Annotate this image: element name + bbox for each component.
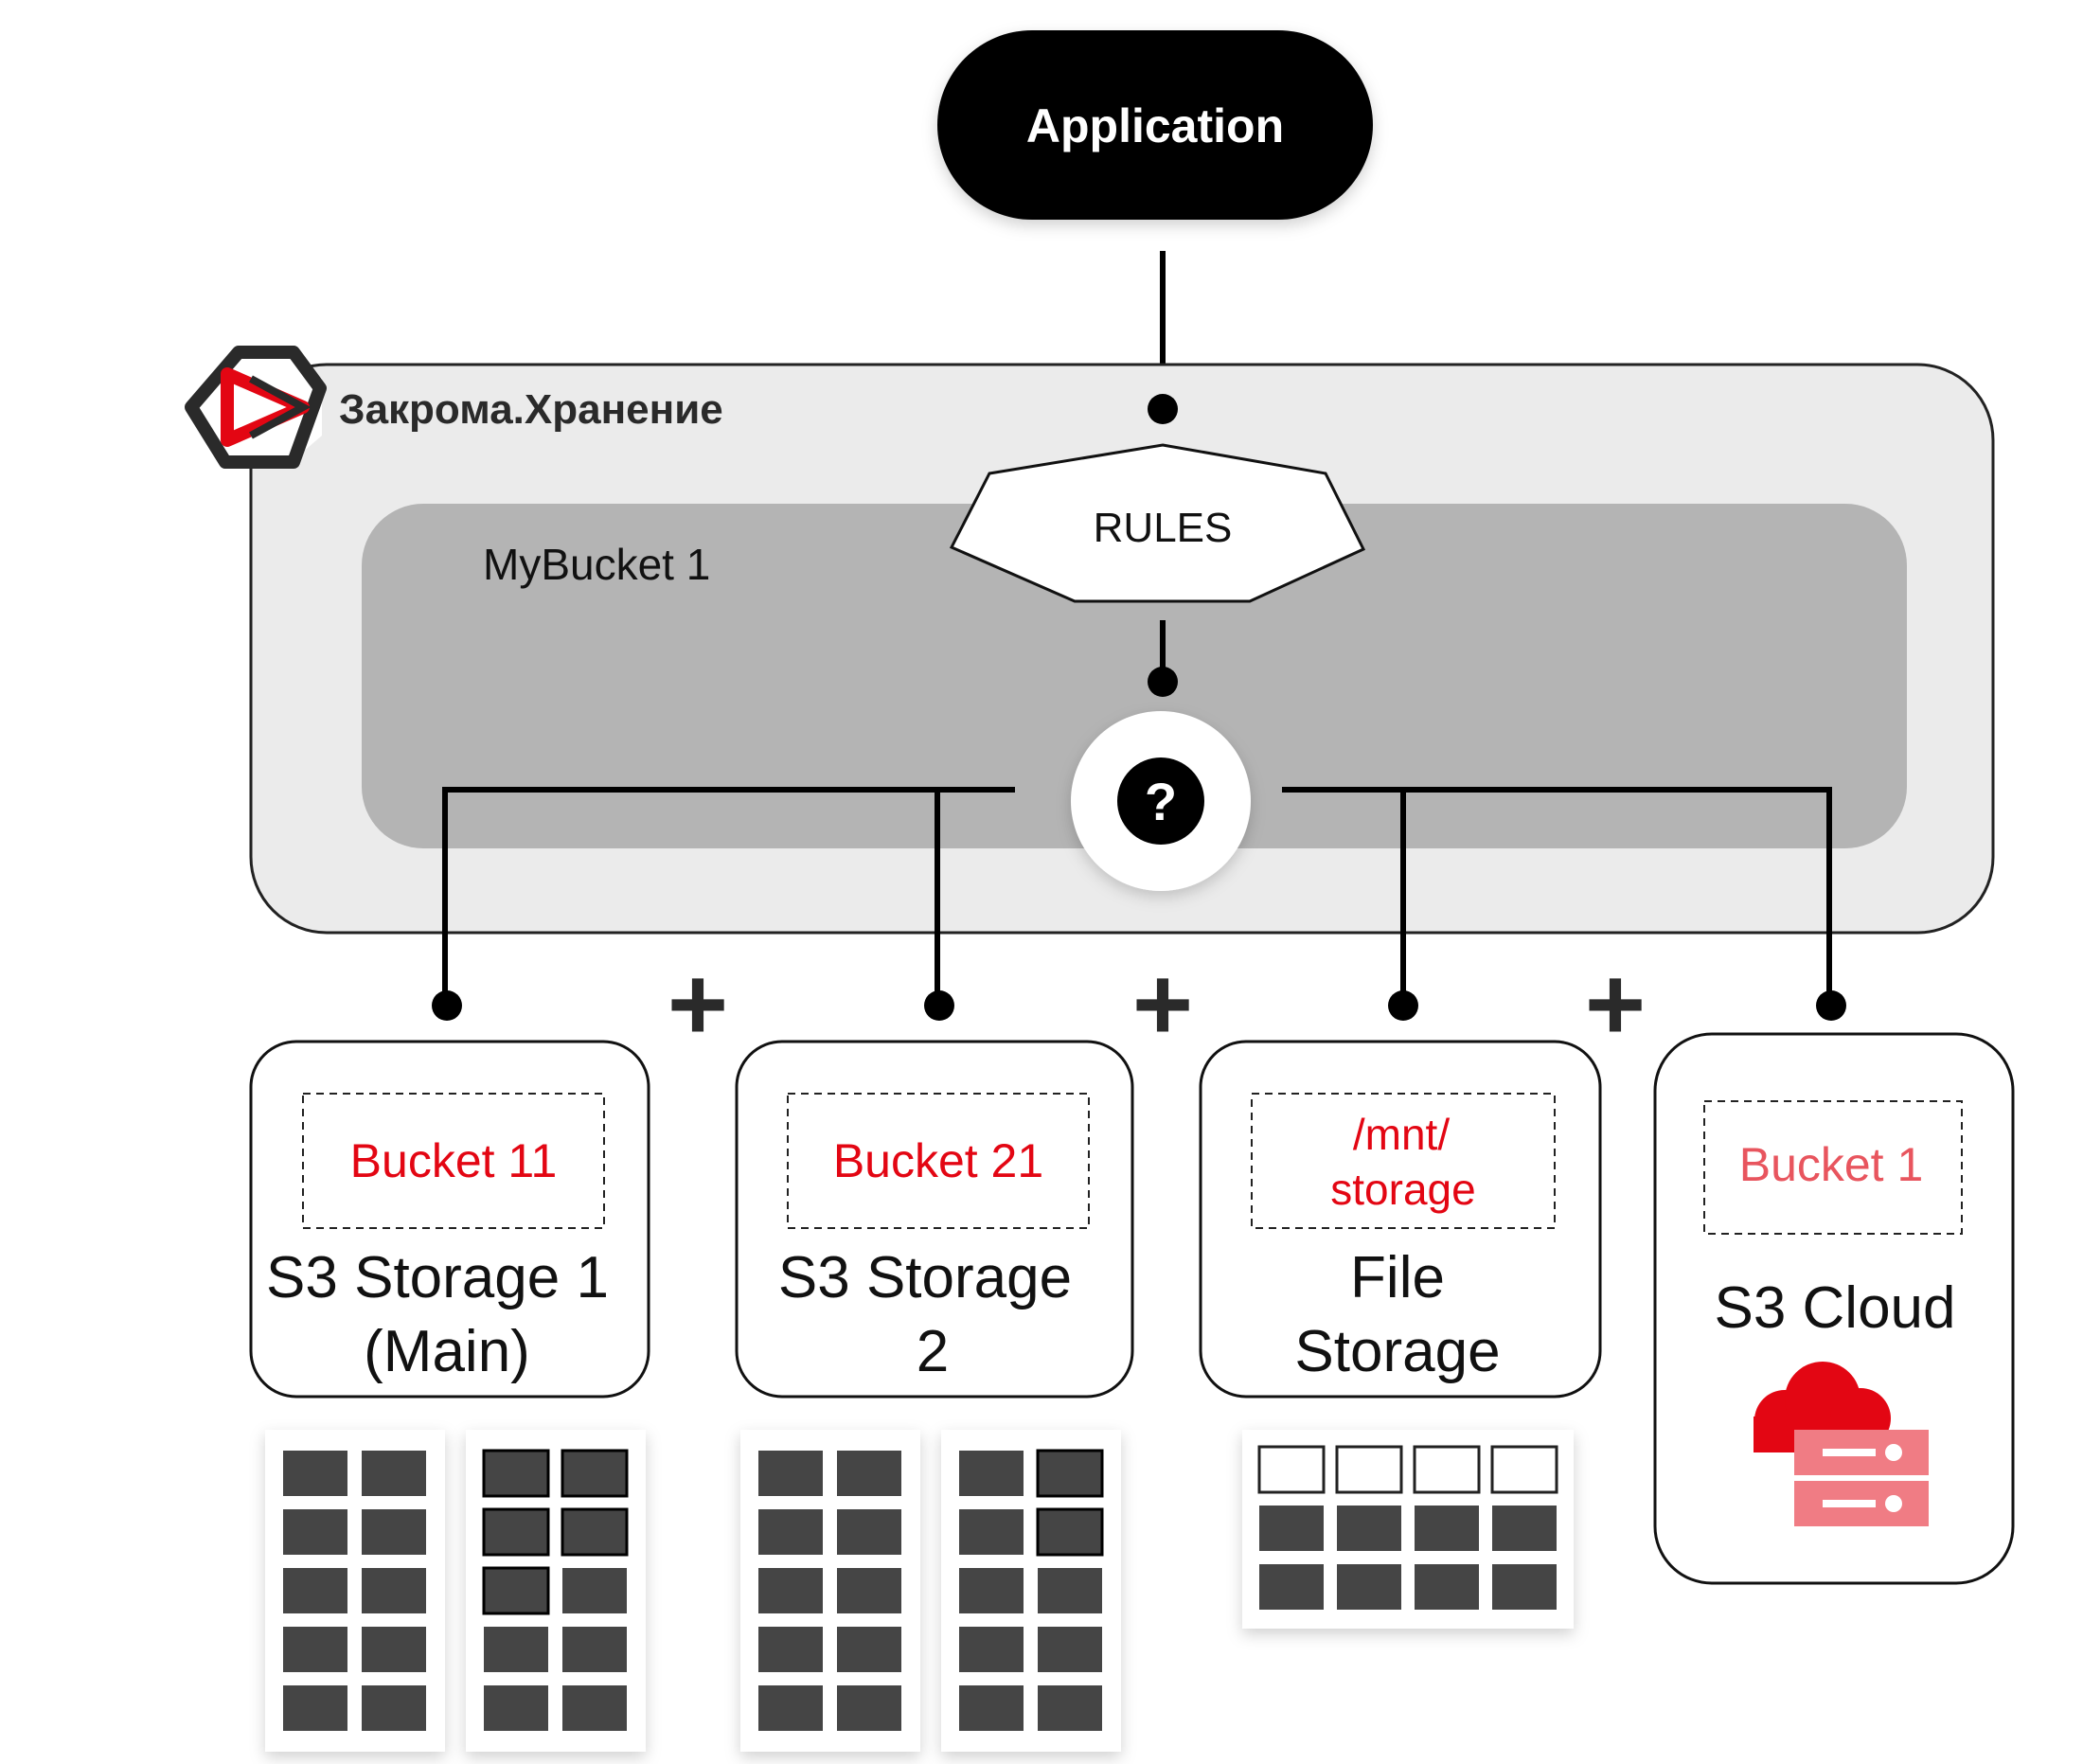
storage-rack [941, 1430, 1121, 1752]
application-node: Application [937, 30, 1373, 220]
storage-name: S3 Cloud [1714, 1275, 1955, 1341]
storage-name: S3 Storage [778, 1245, 1072, 1310]
connector-dot [1148, 667, 1178, 697]
storage-card-s3-cloud: Bucket 1 S3 Cloud [1653, 1032, 2015, 1585]
rules-label: RULES [1094, 505, 1233, 551]
zakroma-logo-icon [185, 346, 327, 469]
storage-bucket-label: Bucket 11 [350, 1134, 558, 1187]
decision-symbol: ? [1145, 772, 1177, 831]
file-storage-grid [1242, 1430, 1574, 1629]
storage-rack [466, 1430, 646, 1752]
storage-card-s3-1: Bucket 11 S3 Storage 1 (Main) [249, 1040, 650, 1399]
connector-dot [432, 990, 462, 1021]
storage-card-file: /mnt/ storage File Storage [1199, 1040, 1602, 1399]
storage-card-s3-2: Bucket 21 S3 Storage 2 [735, 1040, 1134, 1399]
storage-rack [740, 1430, 920, 1752]
svg-text:+: + [668, 946, 728, 1062]
plus-icon: + [1585, 946, 1646, 1062]
application-label: Application [1026, 99, 1284, 152]
plus-icon: + [668, 946, 728, 1062]
svg-text:+: + [1585, 946, 1646, 1062]
bucket-panel [362, 504, 1907, 848]
storage-rack [265, 1430, 445, 1752]
plus-icon: + [1132, 946, 1193, 1062]
rules-node: RULES [949, 443, 1366, 603]
storage-name: S3 Storage 1 [266, 1245, 609, 1310]
storage-bucket-label: Bucket 1 [1739, 1138, 1924, 1191]
bucket-label: MyBucket 1 [483, 540, 710, 589]
storage-name: Storage [1294, 1319, 1500, 1384]
platform-name: Закрома.Хранение [339, 386, 723, 433]
question-icon [1117, 757, 1204, 845]
connector-dot [1388, 990, 1418, 1021]
storage-name: File [1350, 1245, 1445, 1310]
decision-node: ? [1071, 711, 1251, 891]
storage-name: (Main) [364, 1319, 530, 1384]
svg-text:+: + [1132, 946, 1193, 1062]
storage-name: 2 [917, 1319, 949, 1384]
cloud-server-icon [1754, 1362, 1929, 1526]
connector-dot [1148, 394, 1178, 424]
storage-bucket-label: Bucket 21 [833, 1134, 1043, 1187]
connector-dot [924, 990, 954, 1021]
storage-bucket-label: storage [1330, 1165, 1475, 1214]
storage-bucket-label: /mnt/ [1353, 1110, 1450, 1159]
connector-dot [1816, 990, 1846, 1021]
